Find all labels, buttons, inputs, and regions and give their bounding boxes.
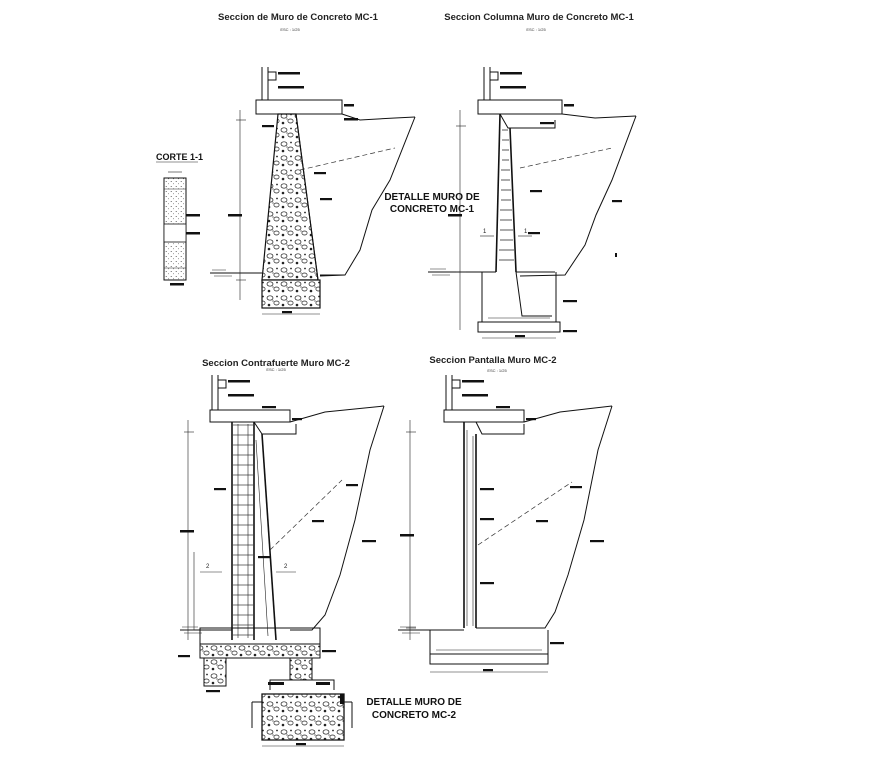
- stray-mark: [615, 253, 617, 257]
- corte-label: CORTE 1-1: [156, 152, 203, 162]
- marker-but-a: 2: [206, 564, 210, 570]
- mc1-column-section: 1 1: [428, 67, 637, 339]
- marker-but-b: 2: [284, 564, 288, 570]
- detail-mc2-line1: DETALLE MURO DE: [366, 697, 462, 708]
- mc1-wall-section: [210, 67, 416, 315]
- title-mc2-buttress: Seccion Contrafuerte Muro MC-2: [202, 358, 350, 369]
- marker-col-a: 1: [483, 229, 487, 235]
- detail-mc1-line2: CONCRETO MC-1: [390, 204, 475, 215]
- mc2-screen-section: [398, 375, 613, 673]
- detail-mc2-line2: CONCRETO MC-2: [372, 710, 457, 721]
- title-mc1-column: Seccion Columna Muro de Concreto MC-1: [444, 12, 634, 23]
- marker-col-b: 1: [524, 229, 528, 235]
- mc2-stone-foundation-detail: [251, 679, 353, 747]
- detail-mc1-line1: DETALLE MURO DE: [384, 192, 480, 203]
- corte-1-1-section: CORTE 1-1: [156, 152, 203, 286]
- title-mc2-screen: Seccion Pantalla Muro MC-2: [429, 355, 556, 366]
- mc2-buttress-section: 2 2: [178, 375, 385, 693]
- scale-mc2-screen: ESC : 1/25: [487, 368, 507, 373]
- title-mc1-wall: Seccion de Muro de Concreto MC-1: [218, 12, 379, 23]
- scale-mc2-buttress: ESC : 1/25: [266, 367, 286, 372]
- scale-mc1-column: ESC : 1/25: [526, 27, 546, 32]
- scale-mc1-wall: ESC : 1/25: [280, 27, 300, 32]
